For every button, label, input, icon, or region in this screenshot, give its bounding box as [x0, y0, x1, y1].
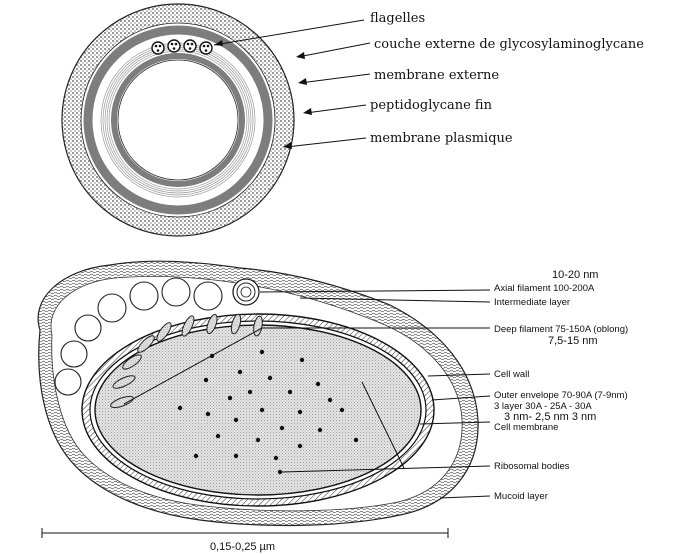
label-flagelles: flagelles	[370, 11, 425, 26]
leader-membrane-plasmique	[286, 138, 366, 147]
label-membrane-plasmique: membrane plasmique	[370, 131, 513, 146]
label-cell-wall: Cell wall	[494, 369, 529, 380]
label-couche-externe: couche externe de glycosylaminoglycane	[374, 37, 644, 52]
label-size-10-20: 10-20 nm	[552, 269, 598, 281]
flagellum-circle	[130, 282, 158, 310]
flagellum-circle	[61, 341, 87, 367]
flagellum-circle	[98, 294, 126, 322]
flagellum	[152, 42, 164, 54]
leader-couche-externe	[298, 43, 370, 57]
leader-membrane-externe	[300, 74, 370, 83]
leader-peptidoglycane	[306, 105, 366, 113]
flagellum-circle	[55, 369, 81, 395]
label-outer-envelope: Outer envelope 70-90A (7-9nm)	[494, 390, 628, 401]
flagellum-circle	[75, 315, 101, 341]
top-cross-section: flagelles couche externe de glycosylamin…	[62, 4, 644, 236]
label-membrane-externe: membrane externe	[374, 68, 499, 83]
label-cell-membrane: Cell membrane	[494, 422, 558, 433]
flagellum	[200, 42, 212, 54]
label-axial-filament: Axial filament 100-200A	[494, 283, 595, 294]
label-size-7-15: 7,5-15 nm	[548, 335, 598, 347]
leader-mucoid-layer	[440, 496, 490, 498]
bottom-cross-section: 10-20 nm Axial filament 100-200A Interme…	[38, 261, 628, 553]
label-peptidoglycane: peptidoglycane fin	[370, 98, 493, 113]
axial-filament	[233, 279, 259, 305]
flagellum	[184, 40, 196, 52]
label-mucoid-layer: Mucoid layer	[494, 491, 548, 502]
flagellum-circle	[194, 282, 222, 310]
label-ribosomal-bodies: Ribosomal bodies	[494, 461, 570, 472]
label-deep-filament: Deep filament 75-150A (oblong)	[494, 324, 628, 335]
label-intermediate-layer: Intermediate layer	[494, 297, 570, 308]
scale-bar	[42, 528, 448, 538]
flagellum-circle	[162, 278, 190, 306]
flagellum	[168, 40, 180, 52]
label-scale: 0,15-0,25 µm	[210, 541, 275, 553]
